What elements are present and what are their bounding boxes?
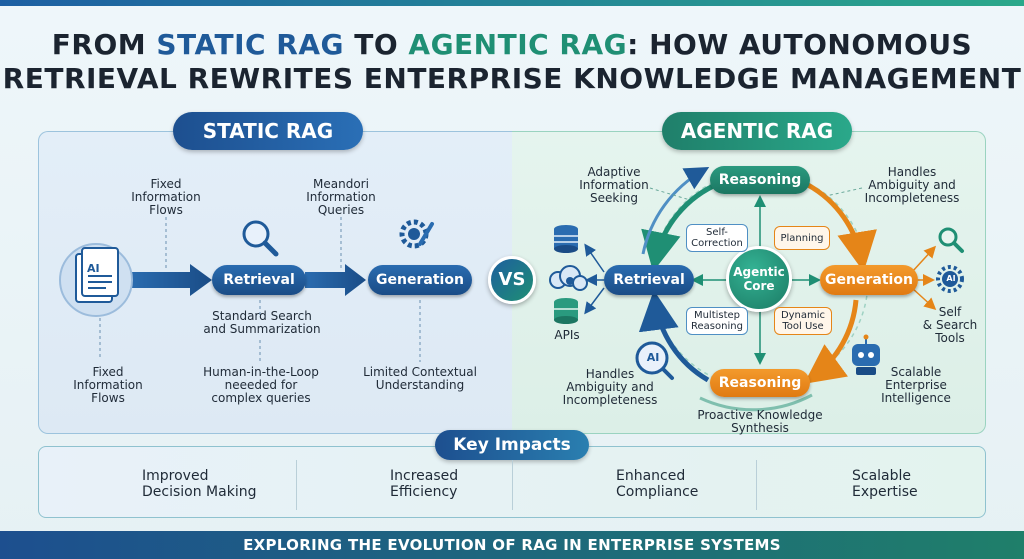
ai-document-icon	[59, 243, 133, 317]
impact-label: Scalable Expertise	[852, 468, 918, 500]
gear-edit-icon	[399, 219, 434, 249]
static-top-label-queries: Meandori Information Queries	[306, 177, 376, 217]
static-under-retrieval-label: Standard Search and Summarization	[203, 309, 321, 336]
handles-ambiguity-top-label: Handles Ambiguity and Incompleteness	[864, 165, 960, 205]
handles-ambiguity-bottom-label: Handles Ambiguity and Incompleteness	[562, 367, 658, 407]
agentic-generation-node: Generation	[820, 265, 918, 295]
flow-arrow-doc-to-retrieval	[130, 264, 212, 296]
scalable-enterprise-intelligence-label: Scalable Enterprise Intelligence	[881, 365, 951, 405]
ai-badge-label: AI	[646, 351, 660, 364]
footer-banner: EXPLORING THE EVOLUTION OF RAG IN ENTERP…	[0, 531, 1024, 559]
top-accent-bar	[0, 0, 1024, 6]
ai-gear-label: AI	[946, 274, 956, 283]
agentic-reasoning-bottom-node: Reasoning	[710, 369, 810, 397]
static-bottom-label-limited-context: Limited Contextual Understanding	[363, 365, 477, 392]
search-tool-icon	[938, 227, 964, 253]
planning-box: Planning	[774, 226, 830, 250]
agentic-rag-heading: AGENTIC RAG	[662, 112, 852, 150]
apis-label: APIs	[554, 328, 580, 342]
impact-decision-making: Improved Decision Making	[142, 468, 256, 500]
ai-badge-icon	[635, 341, 674, 380]
impact-compliance: Enhanced Compliance	[616, 468, 698, 500]
agentic-retrieval-node: Retrieval	[604, 265, 694, 295]
static-top-label-fixed-flows: Fixed Information Flows	[131, 177, 201, 217]
impact-divider	[296, 460, 297, 510]
dynamic-tool-use-box: Dynamic Tool Use	[774, 307, 832, 335]
self-search-tools-label: Self & Search Tools	[922, 305, 978, 345]
ai-gear-icon	[936, 265, 964, 293]
static-rag-heading: STATIC RAG	[173, 112, 363, 150]
self-correction-box: Self- Correction	[686, 224, 748, 252]
database-icon	[554, 225, 578, 253]
multistep-reasoning-box: Multistep Reasoning	[686, 307, 748, 335]
page-title: FROM STATIC RAG TO AGENTIC RAG: HOW AUTO…	[2, 28, 1022, 95]
cloud-gear-icon	[549, 265, 588, 291]
impact-label: Enhanced Compliance	[616, 468, 699, 500]
proactive-knowledge-synthesis-label: Proactive Knowledge Synthesis	[697, 408, 823, 435]
impact-efficiency: Increased Efficiency	[390, 468, 458, 500]
versus-badge: VS	[488, 256, 536, 304]
impact-divider	[512, 460, 513, 510]
doc-ai-label: AI	[87, 262, 100, 275]
impact-label: Increased Efficiency	[390, 468, 459, 500]
static-generation-node: Generation	[368, 265, 472, 295]
impact-label: Improved Decision Making	[142, 468, 257, 500]
key-impacts-heading: Key Impacts	[435, 430, 589, 460]
robot-icon	[852, 334, 880, 375]
impact-expertise: Scalable Expertise	[852, 468, 918, 500]
static-retrieval-node: Retrieval	[212, 265, 306, 295]
agentic-core-node: Agentic Core	[726, 246, 792, 312]
static-bottom-label-fixed-flows: Fixed Information Flows	[73, 365, 143, 405]
agentic-reasoning-top-node: Reasoning	[710, 166, 810, 194]
search-icon	[242, 220, 279, 257]
static-bottom-label-human-loop: Human-in-the-Loop neeeded for complex qu…	[203, 365, 319, 405]
flow-arrow-retrieval-to-generation	[305, 264, 366, 296]
impact-divider	[756, 460, 757, 510]
server-stack-icon	[554, 298, 578, 324]
adaptive-information-seeking-label: Adaptive Information Seeking	[579, 165, 649, 205]
